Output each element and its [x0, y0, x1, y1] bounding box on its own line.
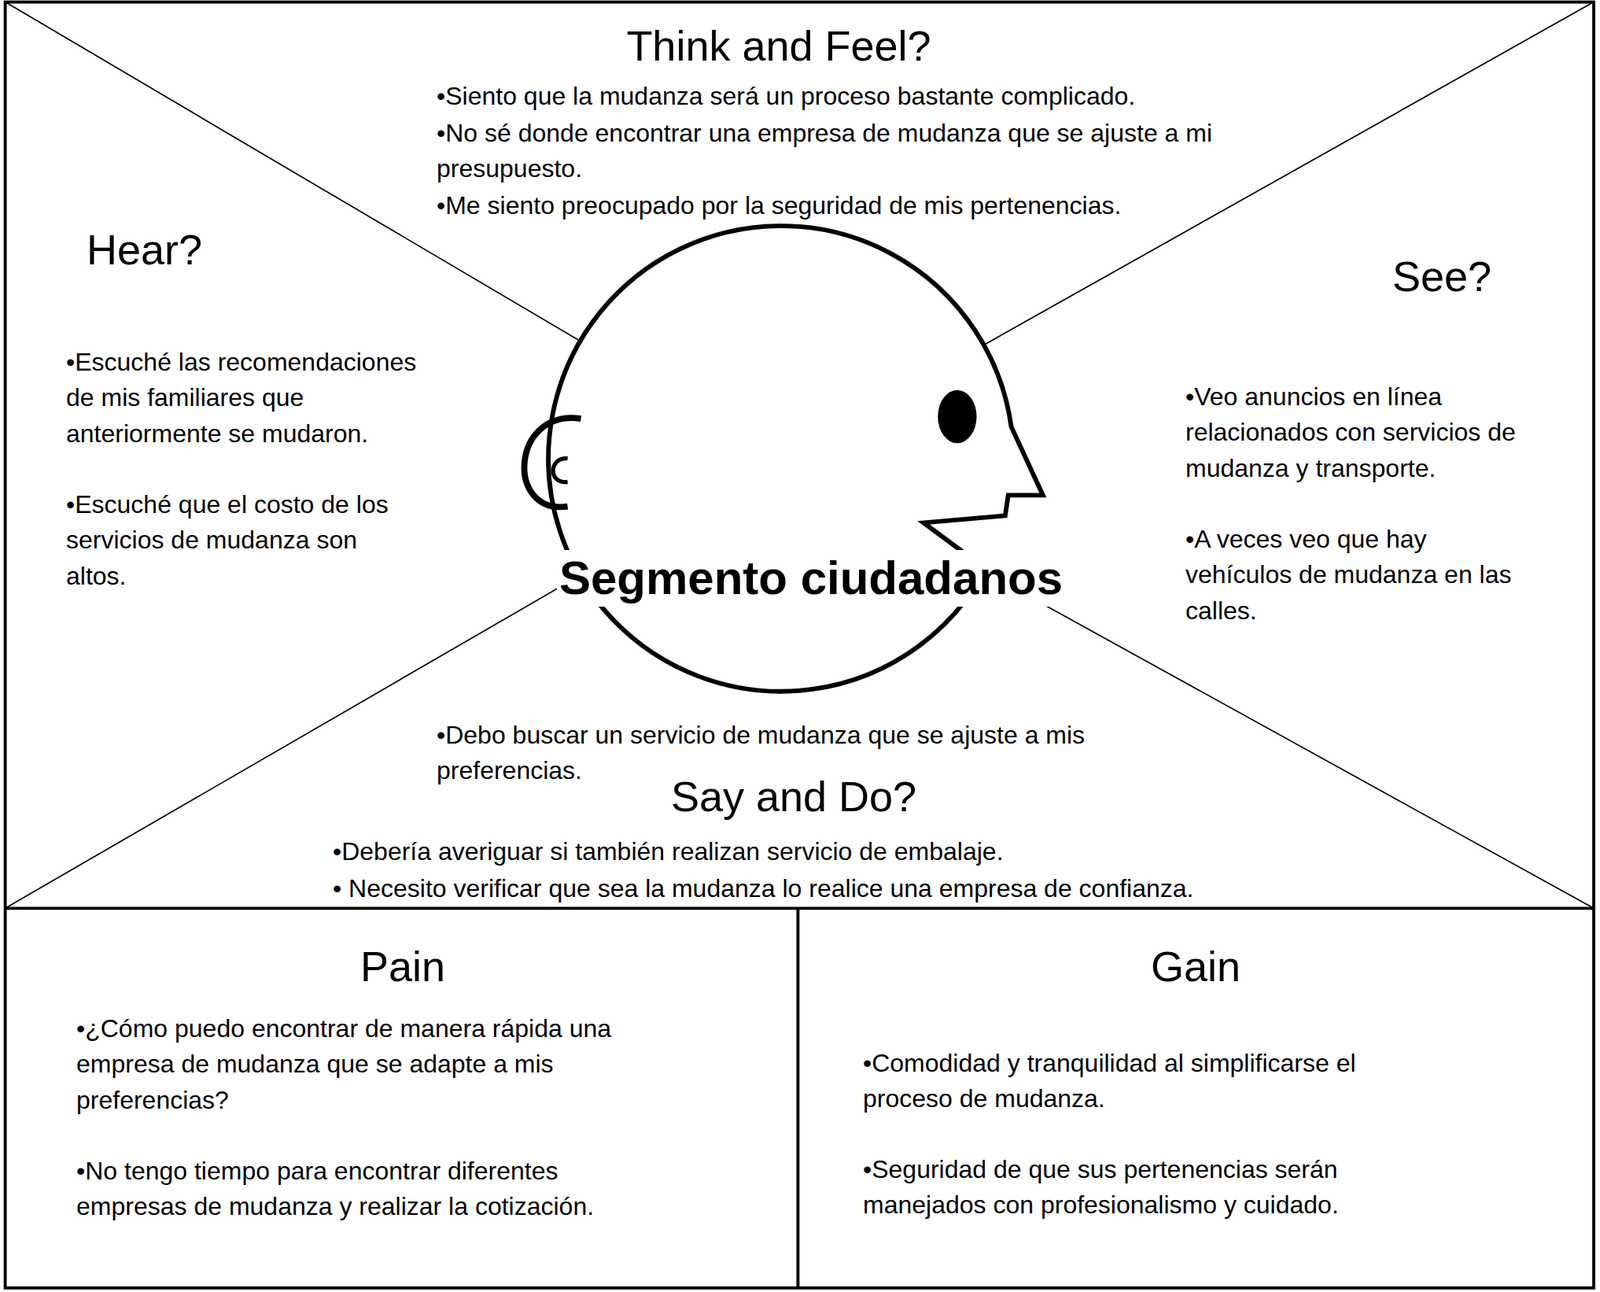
bullet-text: •Veo anuncios en línea relacionados con … [1185, 379, 1540, 487]
section-line [5, 906, 1594, 910]
outer-frame [5, 2, 1594, 1288]
see-quadrant: See? •Veo anuncios en línea relacionados … [1117, 235, 1597, 646]
bullet-text: •¿Cómo puedo encontrar de manera rápida … [76, 1010, 651, 1118]
section-line [796, 907, 800, 1287]
gain-box: Gain •Comodidad y tranquilidad al simplif… [800, 910, 1592, 1288]
head-profile [548, 225, 1044, 692]
bullet-text: •Escuché las recomendaciones de mis fami… [66, 344, 448, 452]
bullet-text: •Seguridad de que sus pertenencias serán… [862, 1151, 1406, 1224]
hear-quadrant: Hear? •Escuché las recomendaciones de mis… [4, 212, 548, 622]
pain-box: Pain •¿Cómo puedo encontrar de manera ráp… [4, 910, 796, 1288]
bullet-text: •Debería averiguar si también realizan s… [332, 833, 1395, 870]
ear [524, 417, 582, 507]
section-heading: See? [1392, 250, 1492, 303]
bullet-text: •No sé donde encontrar una empresa de mu… [436, 115, 1271, 188]
bullet-text: •Comodidad y tranquilidad al simplificar… [862, 1045, 1406, 1118]
eye [937, 390, 977, 443]
section-heading: Gain [1150, 940, 1241, 992]
section-heading: Pain [360, 940, 446, 992]
section-heading: Say and Do? [670, 770, 917, 823]
section-heading: Hear? [86, 224, 203, 276]
say-do-quadrant: •Debo buscar un servicio de mudanza que … [314, 704, 1432, 907]
bullet-text: •No tengo tiempo para encontrar diferent… [76, 1153, 651, 1225]
persona-head: Segmento ciudadanos [510, 222, 1103, 697]
think-feel-quadrant: Think and Feel? •Siento que la mudanza se… [4, 2, 1594, 233]
persona-label: Segmento ciudadanos [556, 549, 1066, 607]
section-heading: Think and Feel? [626, 20, 931, 72]
bullet-text: •Me siento preocupado por la seguridad d… [436, 188, 1302, 224]
bullet-text: • Necesito verificar que sea la mudanza … [332, 870, 1395, 907]
head-outline [510, 222, 1103, 697]
bullet-text: •Escuché que el costo de los servicios d… [66, 486, 424, 594]
bullet-text: •A veces veo que hay vehículos de mudanz… [1185, 521, 1540, 629]
bullet-text: •Siento que la mudanza será un proceso b… [436, 78, 1302, 115]
ear-inner [552, 458, 568, 483]
